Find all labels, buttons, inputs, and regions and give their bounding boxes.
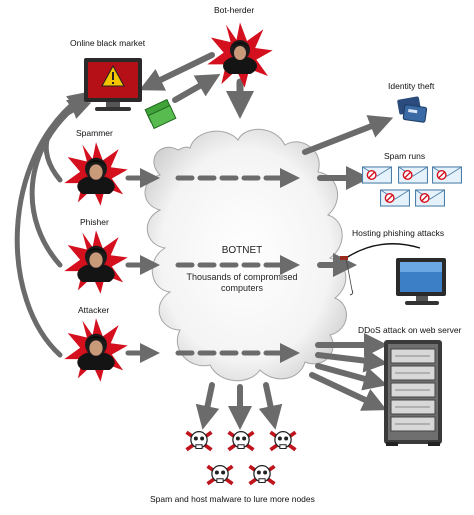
spam-envelopes — [362, 166, 462, 207]
phishing-computer-icon — [340, 243, 446, 305]
black-market-computer-icon — [84, 58, 142, 111]
label-spammer: Spammer — [76, 128, 113, 138]
label-black-market: Online black market — [70, 38, 146, 48]
label-spam-runs: Spam runs — [384, 151, 426, 161]
attacker-figure — [64, 318, 128, 382]
phisher-figure — [64, 230, 128, 294]
label-hosting-phishing: Hosting phishing attacks — [352, 228, 445, 238]
botnet-cloud — [144, 128, 347, 382]
label-bot-herder: Bot-herder — [214, 5, 255, 15]
label-spam-malware: Spam and host malware to lure more nodes — [150, 494, 315, 504]
botnet-title: BOTNET — [221, 245, 263, 256]
connector-arrows — [14, 52, 394, 430]
identity-theft-icon — [397, 96, 428, 123]
spammer-figure — [64, 142, 128, 206]
bot-herder-figure — [207, 22, 273, 88]
label-ddos: DDoS attack on web server — [358, 325, 462, 335]
botnet-subtitle: Thousands of compromised computers — [186, 272, 298, 293]
skulls — [184, 429, 298, 486]
server-rack-icon — [384, 340, 442, 446]
label-phisher: Phisher — [80, 217, 109, 227]
label-identity-theft: Identity theft — [388, 81, 435, 91]
money-icon — [144, 98, 177, 130]
label-attacker: Attacker — [78, 305, 110, 315]
